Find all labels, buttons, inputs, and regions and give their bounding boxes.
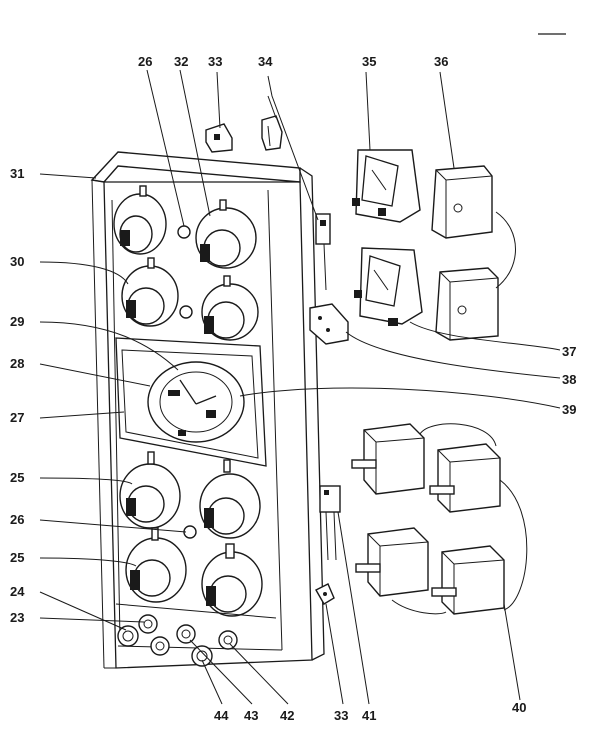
bottom-switches [115,603,283,667]
switch-cover [431,165,493,239]
bottom-bracket [315,583,335,605]
callout-24: 24 [10,584,25,599]
leader-lines [39,69,561,705]
callout-28: 28 [10,356,24,371]
knob [125,527,187,603]
relay-switch [354,247,423,326]
clock-timer [115,337,267,467]
callout-34: 34 [258,54,273,69]
callout-32: 32 [174,54,188,69]
callout-25: 25 [10,550,24,565]
rotary-switch [351,423,425,495]
side-bracket [261,115,283,151]
knob [195,199,257,269]
terminal-block [309,303,349,345]
rotary-switch [429,443,501,513]
switch-cover [435,267,499,341]
top-bracket [205,123,233,153]
callout-36: 36 [434,54,448,69]
thermal-fuse [319,485,341,561]
callout-38: 38 [562,372,576,387]
callout-37: 37 [562,344,576,359]
callout-40: 40 [512,700,526,715]
callout-29: 29 [10,314,24,329]
callout-31: 31 [10,166,24,181]
callout-23: 23 [10,610,24,625]
knob [121,257,179,327]
knob [113,185,167,255]
knob [201,275,259,341]
callout-27: 27 [10,410,24,425]
rotary-switch [431,545,505,615]
callout-42: 42 [280,708,294,723]
callout-33: 33 [208,54,222,69]
callout-41: 41 [362,708,376,723]
callout-25: 25 [10,470,24,485]
relay-switch [352,149,421,223]
indicator-light [179,305,193,319]
callout-26: 26 [138,54,152,69]
connector-curve [495,211,516,289]
callout-39: 39 [562,402,576,417]
knob [201,543,263,617]
callout-labels: 26 32 33 34 35 36 31 30 29 28 27 25 26 2… [10,54,576,723]
indicator-light [177,225,191,239]
knob [119,451,181,529]
callout-44: 44 [214,708,229,723]
control-panel [90,115,325,669]
knob [199,459,261,539]
callout-26: 26 [10,512,24,527]
rotary-switch [355,527,429,597]
callout-43: 43 [244,708,258,723]
callout-35: 35 [362,54,376,69]
callout-30: 30 [10,254,24,269]
terminal-clip [315,213,331,291]
callout-33: 33 [334,708,348,723]
